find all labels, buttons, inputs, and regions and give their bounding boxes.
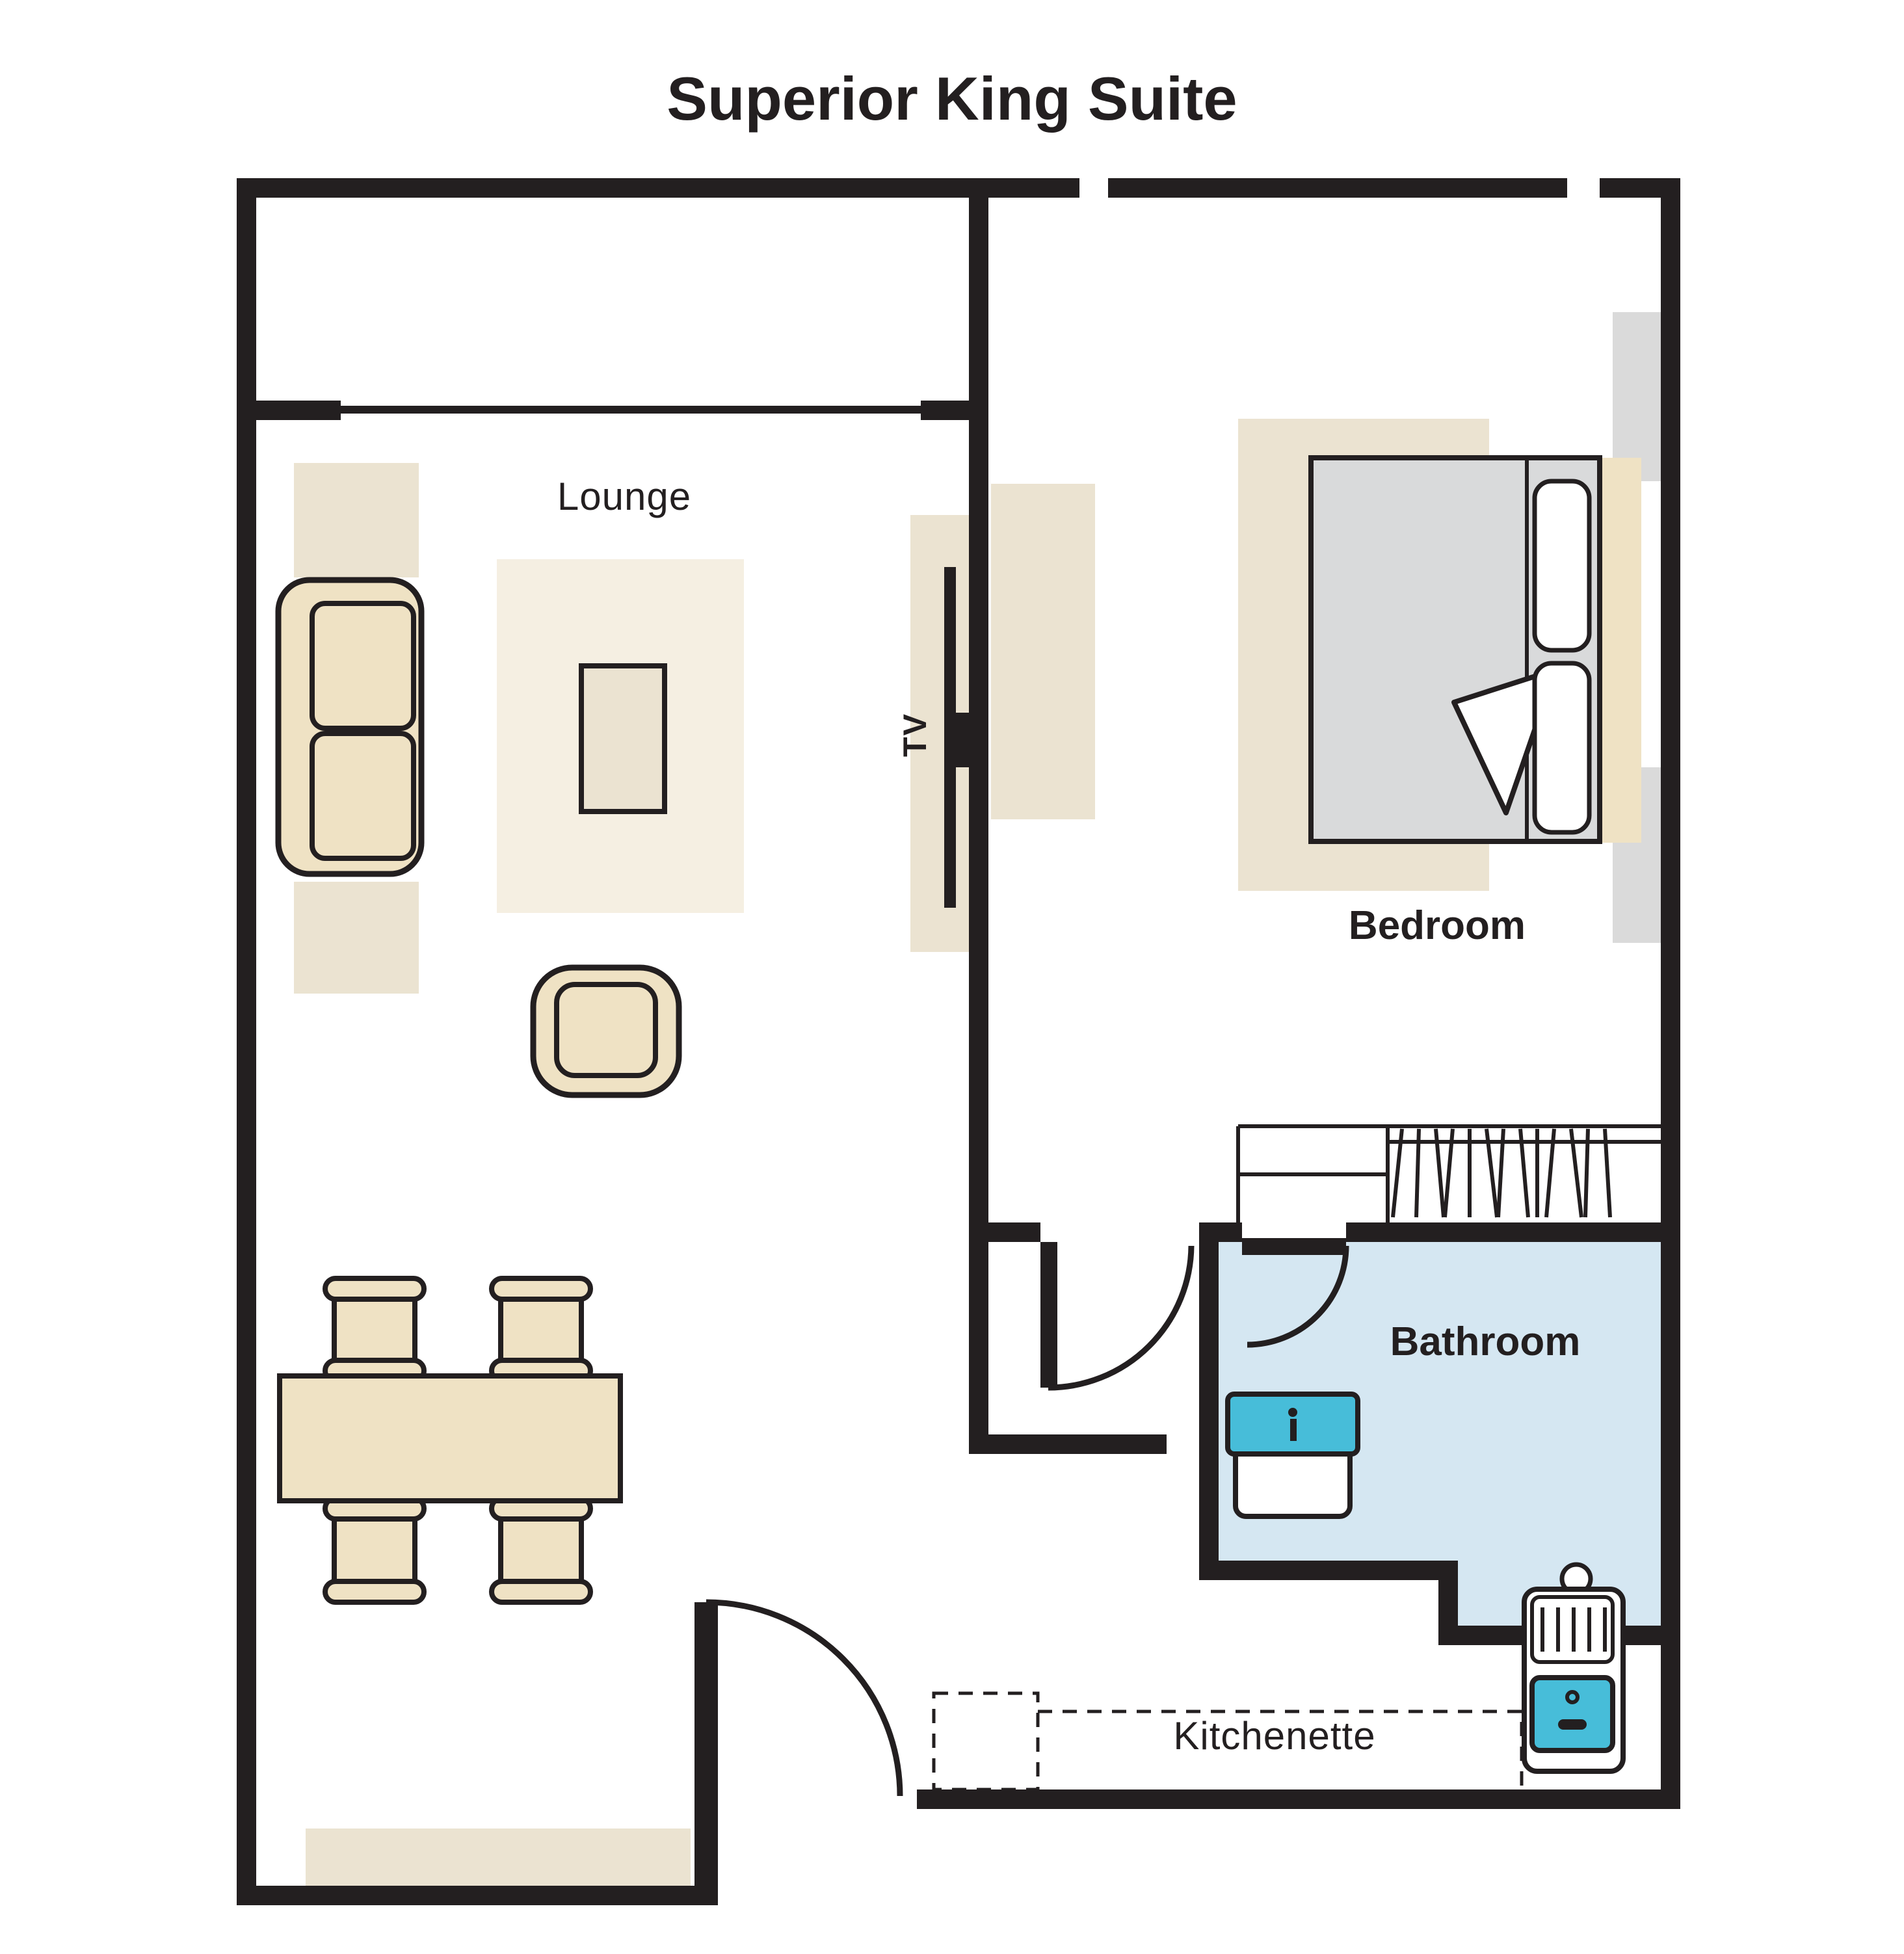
- kitchen-sink-faucet: [1558, 1719, 1587, 1730]
- bathroom-label: Bathroom: [1390, 1319, 1581, 1364]
- wall-left: [237, 178, 256, 1905]
- wall-center: [969, 178, 988, 1454]
- bedroom-dresser: [991, 484, 1095, 819]
- bedroom-furniture: [1238, 312, 1680, 943]
- wall-bottom-left: [237, 1886, 698, 1905]
- walls: [237, 178, 1680, 1905]
- page-title: Superior King Suite: [667, 64, 1237, 133]
- dining-chair: [489, 1496, 593, 1605]
- headboard: [1602, 458, 1641, 843]
- bathroom-fixtures: [1225, 1392, 1593, 1627]
- kitchenette-fixtures: [932, 1587, 1626, 1791]
- sofa: [275, 577, 425, 877]
- drainer-lines: [1540, 1607, 1607, 1652]
- chair-arm: [489, 1276, 593, 1302]
- wall-hall-partition: [988, 1434, 1167, 1454]
- bathroom-sink: [1225, 1392, 1360, 1519]
- armchair: [530, 964, 682, 1098]
- dining-chair: [489, 1276, 593, 1384]
- bathroom-door: [1242, 1238, 1349, 1348]
- bedroom-label: Bedroom: [1349, 903, 1526, 948]
- wall-bottom-right: [917, 1789, 1680, 1809]
- chair-arm: [323, 1579, 427, 1605]
- pillow: [1532, 479, 1592, 653]
- window: [341, 406, 921, 414]
- kitchenette-label: Kitchenette: [1173, 1714, 1375, 1758]
- wall-right: [1661, 178, 1680, 1809]
- wall-top-a: [237, 178, 1079, 198]
- sink-drain: [1288, 1408, 1297, 1417]
- blanket-fold: [1451, 667, 1558, 815]
- wall-top-b: [1108, 178, 1567, 198]
- dining-chairs: [323, 1276, 593, 1605]
- counter-appliance-dashed: [932, 1691, 1040, 1791]
- tv-unit: [910, 484, 1095, 952]
- kitchen-sink-drain: [1565, 1690, 1580, 1704]
- side-table-top: [294, 463, 419, 577]
- bedroom-door-leaf: [1040, 1242, 1057, 1388]
- dining-chair: [323, 1496, 427, 1605]
- chair-arm: [489, 1579, 593, 1605]
- tv-mount: [956, 713, 969, 767]
- dining-chair: [323, 1276, 427, 1384]
- wall-bathroom-left: [1199, 1222, 1219, 1580]
- armchair-cushion: [554, 982, 658, 1078]
- entry-door-leaf: [694, 1602, 718, 1795]
- coffee-table: [579, 663, 667, 814]
- wall-bathroom-stub: [1219, 1222, 1242, 1242]
- bedroom-door: [1040, 1242, 1195, 1391]
- bedroom-door-swing: [1048, 1245, 1195, 1391]
- kitchen-sink-unit: [1522, 1587, 1626, 1774]
- doors: [694, 1238, 1349, 1797]
- sofa-cushion: [310, 731, 416, 861]
- bathroom-door-leaf: [1242, 1238, 1346, 1255]
- pillow: [1532, 661, 1592, 835]
- lounge-furniture: [275, 463, 744, 1888]
- lounge-label: Lounge: [557, 475, 691, 518]
- drainer-frame: [1530, 1595, 1615, 1664]
- bathroom-door-swing: [1247, 1245, 1349, 1348]
- kitchen-sink-basin: [1529, 1675, 1615, 1753]
- wall-entry-jamb: [694, 1789, 718, 1905]
- wall-bedroom-door-stub: [969, 1222, 1040, 1242]
- bathroom-floor: [1219, 1242, 1661, 1626]
- chair-arm: [323, 1276, 427, 1302]
- lounge-console: [306, 1829, 691, 1888]
- side-table-bottom: [294, 882, 419, 994]
- tv-screen: [944, 567, 956, 908]
- tv-label: TV: [897, 713, 933, 757]
- wall-window-stub-left: [237, 401, 341, 420]
- wall-bathroom-top: [1346, 1222, 1680, 1242]
- closet: [1236, 1124, 1661, 1222]
- sofa-cushion: [310, 601, 416, 731]
- entry-door: [694, 1599, 903, 1797]
- closet-hanging-clothes: [1391, 1128, 1612, 1218]
- wall-bathroom-bottom-a: [1199, 1561, 1457, 1580]
- entry-door-swing: [706, 1599, 903, 1797]
- sink-faucet: [1290, 1419, 1297, 1441]
- dining-table: [277, 1373, 623, 1503]
